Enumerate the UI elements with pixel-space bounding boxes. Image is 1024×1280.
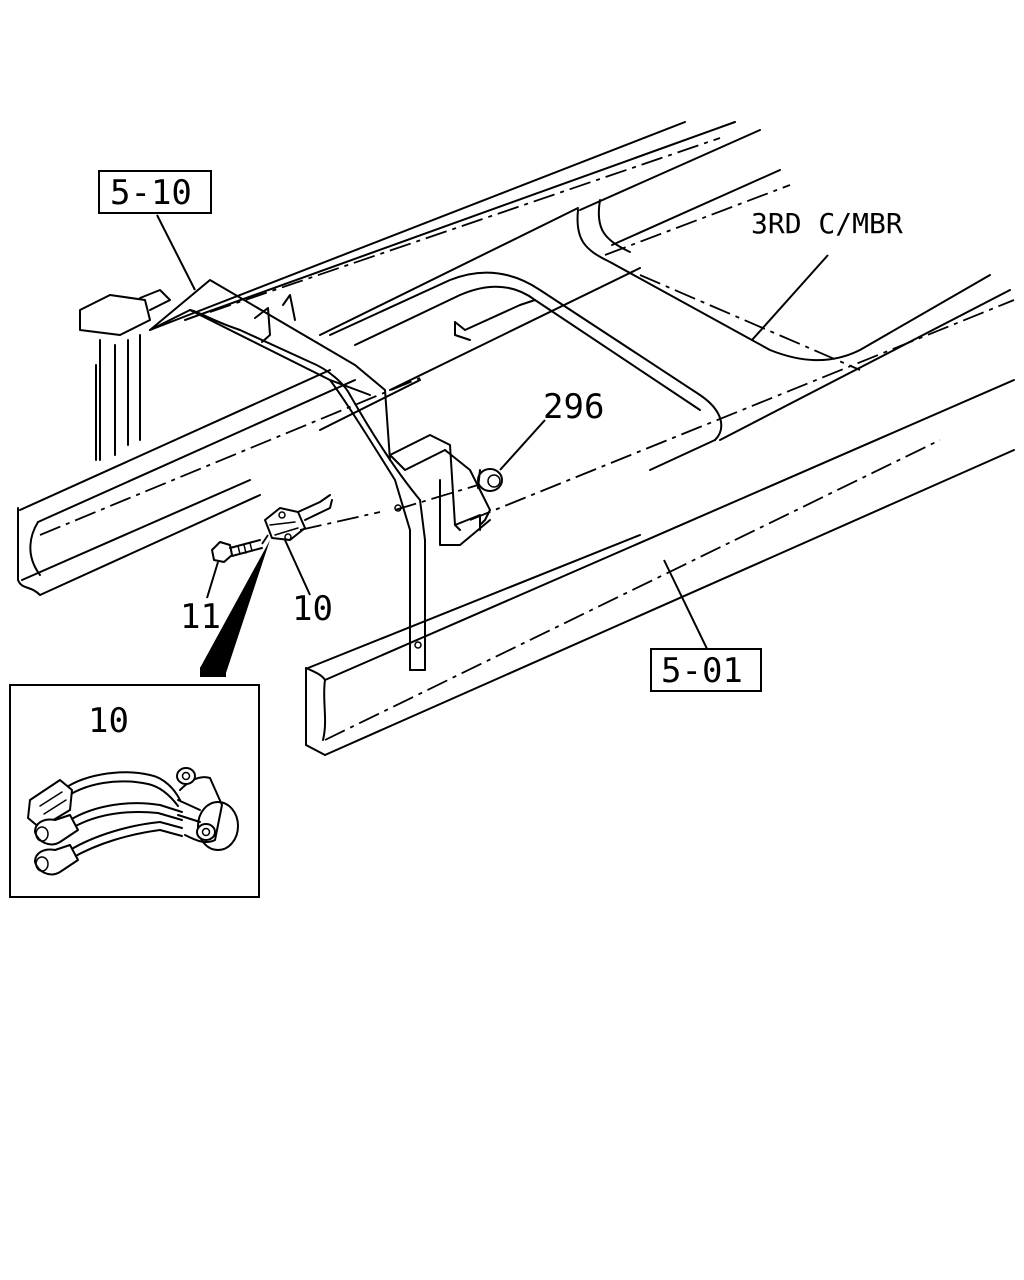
detail-connector-top [27,779,73,829]
detail-connector-bottom [34,844,79,876]
ref-label-5-10: 5-10 [110,173,192,213]
left-frame-rail [17,369,421,596]
ref-label-5-01: 5-01 [661,651,743,691]
ref-box-5-01 [650,648,762,692]
detail-label-part-10: 10 [88,701,129,741]
part-296-grommet [394,468,503,512]
detail-callout-pointer [200,540,270,676]
label-part-10: 10 [292,589,333,629]
label-part-296: 296 [543,387,604,427]
ref-box-5-10 [98,170,212,214]
detail-sensor-body [176,767,239,851]
detail-pointer-base [200,667,226,677]
detail-wire-harness [59,771,183,859]
third-crossmember [576,129,991,371]
detail-inset: 10 [9,684,260,898]
right-frame-rail [305,289,1015,756]
upper-frame-rail [149,121,736,391]
label-3rd-crossmember: 3RD C/MBR [751,207,903,240]
harness-bracket [79,279,491,671]
part-11-bolt [211,534,269,563]
label-part-11: 11 [180,597,221,637]
crossmember-opening [329,271,723,471]
part-10-sensor [264,494,381,541]
detail-connector-middle [34,814,79,846]
